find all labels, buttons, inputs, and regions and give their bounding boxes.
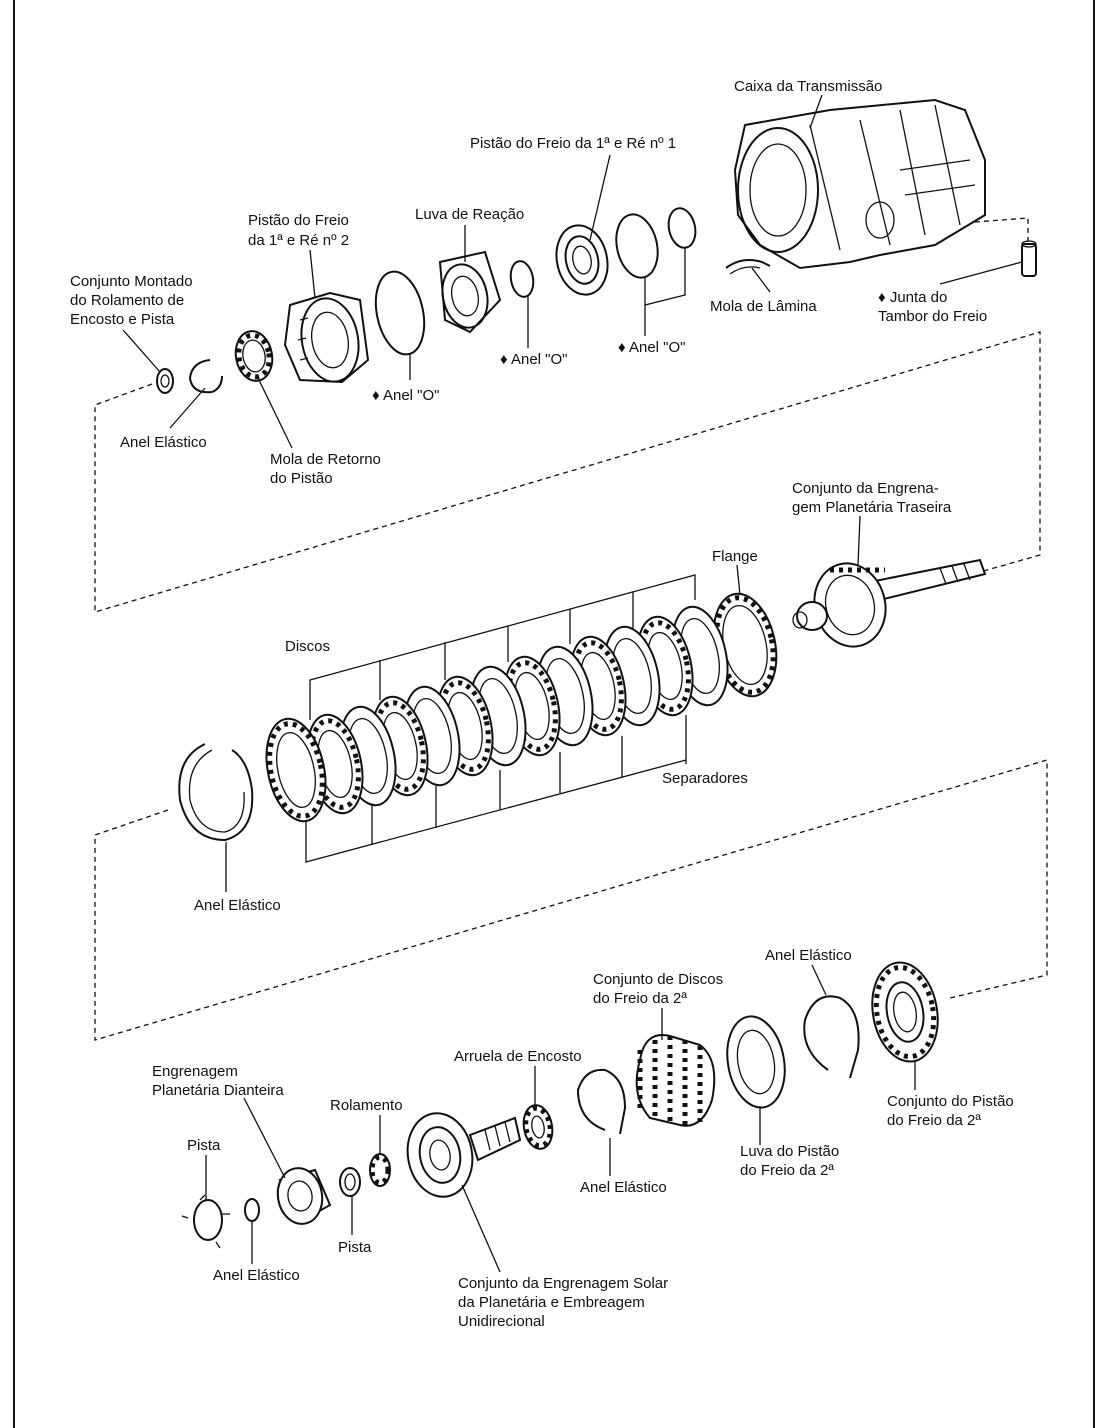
label-pistao-freio2-line2: do Freio da 2ª: [887, 1112, 981, 1129]
label-mola-lamina: Mola de Lâmina: [710, 298, 817, 315]
label-cmrep-line1: Conjunto Montado: [70, 273, 193, 290]
assembly-path-1: [94, 331, 1041, 613]
o-ring-3a: [615, 213, 659, 279]
leader-planet-tras: [857, 515, 861, 566]
label-planet-tras-line1: Conjunto da Engrena-: [792, 480, 939, 497]
label-mola-retorno-line2: do Pistão: [270, 470, 333, 487]
brake-piston-2: [283, 291, 370, 384]
leader-pistao1: [589, 154, 611, 241]
label-luva-pistao-line1: Luva do Pistão: [740, 1143, 839, 1160]
label-arruela: Arruela de Encosto: [454, 1048, 582, 1065]
labels: Caixa da Transmissão Pistão do Freio da …: [70, 78, 1014, 1330]
race-2: [339, 1167, 361, 1197]
label-discos: Discos: [285, 638, 330, 655]
label-anel-o-2: ♦ Anel "O": [500, 351, 568, 368]
clutch-pack: [265, 605, 729, 823]
label-planet-tras-line2: gem Planetária Traseira: [792, 499, 952, 516]
snap-ring-4: [576, 1068, 627, 1135]
label-pistao2-line1: Pistão do Freio: [248, 212, 349, 229]
leader-mola-lamina: [751, 267, 771, 293]
discos-bracket: [309, 574, 696, 720]
second-brake-piston-sleeve: [726, 1015, 786, 1109]
label-pista-2: Pista: [338, 1239, 372, 1256]
label-caixa: Caixa da Transmissão: [734, 78, 882, 95]
label-discos2-line2: do Freio da 2ª: [593, 990, 687, 1007]
leader-caixa: [809, 94, 823, 129]
transmission-case: [733, 98, 986, 270]
label-cmrep-line2: do Rolamento de: [70, 292, 184, 309]
snap-ring-2: [178, 743, 254, 842]
leader-solar: [461, 1184, 501, 1273]
leader-anel-o-3: [644, 247, 686, 306]
snap-ring-5: [244, 1198, 260, 1222]
label-separadores: Separadores: [662, 770, 748, 787]
label-anel-elastico-1: Anel Elástico: [120, 434, 207, 451]
leader-anel-elastico-1: [169, 387, 206, 429]
label-anel-o-1: ♦ Anel "O": [372, 387, 440, 404]
label-mola-retorno-line1: Mola de Retorno: [270, 451, 381, 468]
race-1: [181, 1194, 230, 1249]
assembly-path-2: [94, 759, 1048, 1041]
label-junta-line1: ♦ Junta do: [878, 289, 947, 306]
o-ring-3b: [667, 207, 697, 249]
label-luva-reacao: Luva de Reação: [415, 206, 524, 223]
leader-mola-retorno: [257, 377, 293, 449]
bearing: [369, 1153, 391, 1187]
leader-eng-plan: [243, 1097, 286, 1179]
label-flange: Flange: [712, 548, 758, 565]
label-pistao2-line2: da 1ª e Ré nº 2: [248, 232, 349, 249]
leader-flange: [736, 564, 741, 596]
leader-anel-elastico-3: [811, 964, 827, 996]
label-eng-plan-line2: Planetária Dianteira: [152, 1082, 284, 1099]
label-junta-line2: Tambor do Freio: [878, 308, 987, 325]
leader-cmrep: [122, 329, 161, 373]
label-pistao-freio2-line1: Conjunto do Pistão: [887, 1093, 1014, 1110]
label-cmrep-line3: Encosto e Pista: [70, 311, 175, 328]
label-pista-1: Pista: [187, 1137, 221, 1154]
sun-gear-one-way-clutch: [406, 1112, 522, 1198]
brake-piston-1: [555, 224, 609, 296]
label-anel-elastico-3: Anel Elástico: [765, 947, 852, 964]
label-anel-elastico-5: Anel Elástico: [580, 1179, 667, 1196]
rear-planetary-gear-set: [792, 558, 987, 648]
label-eng-plan-line1: Engrenagem: [152, 1063, 238, 1080]
label-rolamento: Rolamento: [330, 1097, 403, 1114]
label-solar-line3: Unidirecional: [458, 1313, 545, 1330]
reaction-sleeve: [438, 250, 502, 334]
label-discos2-line1: Conjunto de Discos: [593, 971, 723, 988]
brake-drum-gasket: [1021, 240, 1037, 277]
label-anel-elastico-4: Anel Elástico: [213, 1267, 300, 1284]
label-solar-line1: Conjunto da Engrenagem Solar: [458, 1275, 668, 1292]
snap-ring-1: [188, 359, 223, 394]
label-pistao1: Pistão do Freio da 1ª e Ré nº 1: [470, 135, 676, 152]
assembly-path-gasket: [974, 217, 1029, 244]
separator-disc: [265, 717, 327, 823]
snap-ring-2-inner: [188, 749, 245, 833]
front-planetary-gear: [276, 1167, 332, 1225]
separadores-bracket: [305, 715, 687, 863]
label-luva-pistao-line2: do Freio da 2ª: [740, 1162, 834, 1179]
leaf-spring: [725, 259, 771, 269]
thrust-bearing-assembly: [156, 368, 174, 394]
snap-ring-3: [803, 995, 860, 1079]
o-ring-2: [509, 260, 535, 298]
second-brake-disc-pack: [635, 1034, 716, 1128]
label-anel-elastico-2: Anel Elástico: [194, 897, 281, 914]
leader-pistao2: [309, 249, 316, 299]
second-brake-piston: [871, 961, 939, 1063]
thrust-washer: [522, 1104, 554, 1150]
label-solar-line2: da Planetária e Embreagem: [458, 1294, 645, 1311]
label-anel-o-3: ♦ Anel "O": [618, 339, 686, 356]
leader-junta: [939, 261, 1023, 285]
o-ring-1: [374, 270, 426, 356]
piston-return-spring: [234, 330, 274, 382]
leaf-spring-inner: [729, 266, 761, 275]
